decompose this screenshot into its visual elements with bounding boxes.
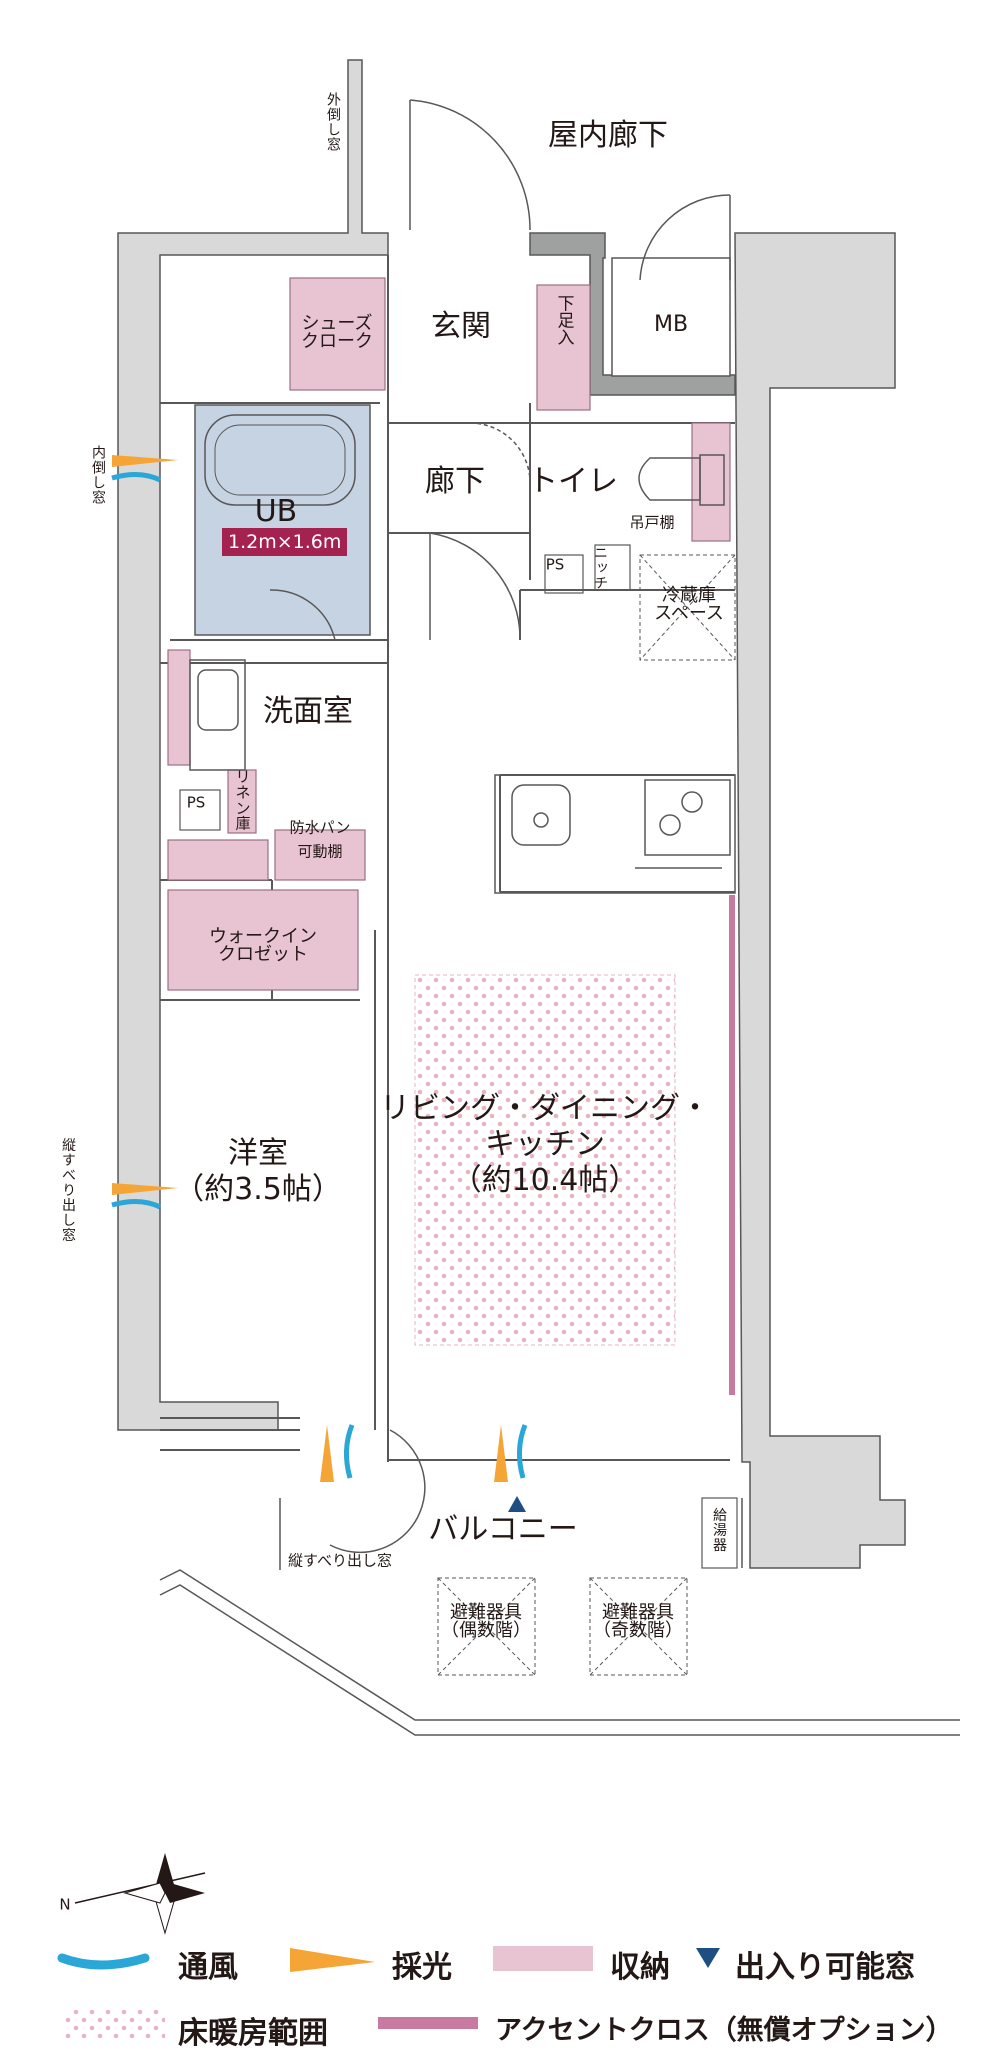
vertical-slide-window-left-label: 縦すべり出し窓 — [60, 1137, 76, 1243]
washbasin-fixture — [189, 659, 246, 771]
toilet-fixture — [638, 454, 725, 506]
mb-label: MB — [653, 312, 689, 337]
balcony-rails — [159, 1498, 960, 1736]
niche-label: ニッチ — [592, 545, 608, 591]
evac-even-label: 避難器具（偶数階） — [441, 1602, 531, 1641]
legend-accent-cloth: アクセントクロス（無償オプション） — [495, 2015, 953, 2046]
walk-in-closet-label: ウォークインクロゼット — [209, 926, 317, 965]
ventilation-icon — [57, 1953, 150, 1970]
hanging-shelf-label: 吊戸棚 — [629, 513, 675, 532]
unit-bath — [194, 404, 371, 636]
balcony-label: バルコニー — [428, 1512, 578, 1547]
legend-swatches — [57, 1946, 720, 2038]
plan-markers — [111, 455, 528, 1512]
ub-size-label: 1.2m×1.6m — [222, 528, 348, 556]
hallway-indoor-label: 屋内廊下 — [548, 118, 668, 153]
accent-cloth-swatch — [378, 2017, 478, 2029]
daylight-icon — [290, 1948, 375, 1972]
mb-box — [611, 257, 731, 377]
legend-daylight: 採光 — [392, 1950, 452, 1985]
fridge-space-label: 冷蔵庫スペース — [654, 585, 724, 624]
ps-upper-label: PS — [545, 555, 565, 574]
toilet-label: トイレ — [528, 464, 618, 499]
western-room-label: 洋室（約3.5帖） — [174, 1136, 342, 1207]
water-heater-label: 給湯器 — [711, 1507, 727, 1553]
evacuation-boxes — [437, 1577, 688, 1676]
storage-swatch — [493, 1946, 593, 1971]
accent-cloth-wall — [729, 895, 735, 1395]
waterproof-pan-label: 防水パン — [289, 818, 351, 837]
shoes-closet-label: シューズクローク — [301, 313, 373, 352]
shoe-storage-label: 下足入 — [553, 294, 574, 346]
legend-entry-window: 出入り可能窓 — [735, 1950, 915, 1985]
ub-label: UB — [254, 494, 298, 529]
linen-label: リネン庫 — [235, 767, 251, 833]
vertical-slide-window-bottom-label: 縦すべり出し窓 — [288, 1551, 392, 1570]
washroom-label: 洗面室 — [263, 694, 353, 729]
floor-heating-swatch — [65, 2010, 165, 2038]
legend-storage: 収納 — [610, 1950, 670, 1985]
compass-north-label: N — [59, 1895, 71, 1914]
floor-heating-area — [414, 974, 676, 1346]
ps-boxes — [179, 544, 631, 831]
ps-lower-label: PS — [186, 793, 206, 812]
corridor-label: 廊下 — [425, 464, 485, 499]
compass-rose — [74, 1853, 206, 1935]
doors — [269, 99, 731, 1554]
movable-shelf-label: 可動棚 — [297, 842, 343, 861]
exterior-walls — [117, 59, 906, 1569]
water-heater-box — [701, 1497, 738, 1569]
kitchen-counter — [494, 774, 736, 894]
entry-window-icon — [696, 1948, 720, 1968]
fridge-space-box — [639, 554, 736, 661]
legend-floor-heating: 床暖房範囲 — [178, 2016, 328, 2051]
evac-odd-label: 避難器具（奇数階） — [593, 1602, 683, 1641]
legend-ventilation: 通風 — [178, 1950, 238, 1985]
ldk-label: リビング・ダイニング・キッチン（約10.4帖） — [380, 1091, 710, 1198]
inward-tilt-window-label: 内倒し窓 — [90, 445, 106, 505]
outward-tilt-window-label: 外倒し窓 — [325, 92, 341, 152]
entrance-label: 玄関 — [431, 309, 491, 344]
